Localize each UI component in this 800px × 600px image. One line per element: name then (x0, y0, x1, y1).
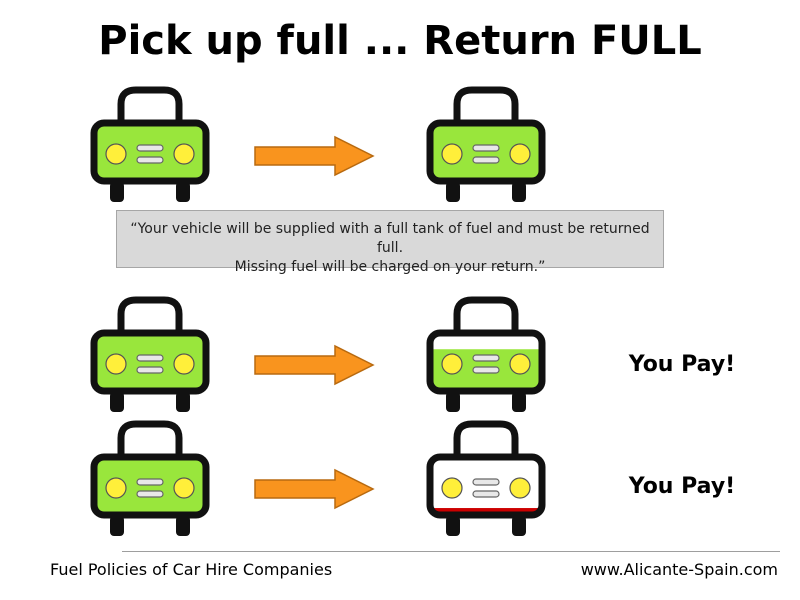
car-wheel-right (512, 182, 526, 202)
slide-title: Pick up full ... Return FULL (98, 18, 702, 64)
arrow-shape (254, 344, 375, 386)
car-wheel-right (176, 182, 190, 202)
car-body-outline (426, 119, 546, 185)
grille-bar-bottom (472, 366, 500, 374)
car-roof (453, 420, 519, 454)
grille-bar-bottom (136, 366, 164, 374)
headlight-right-icon (509, 353, 531, 375)
headlight-left-icon (441, 477, 463, 499)
car-wheel-right (512, 392, 526, 412)
headlight-right-icon (173, 353, 195, 375)
car-return-row-1 (426, 86, 546, 202)
you-pay-label-row-2: You Pay! (628, 352, 736, 377)
car-pickup-row-1 (90, 86, 210, 202)
car-pickup-row-3 (90, 420, 210, 536)
you-pay-label-row-3: You Pay! (628, 474, 736, 499)
car-wheel-left (110, 516, 124, 536)
car-wheel-left (110, 392, 124, 412)
grille-bar-bottom (472, 490, 500, 498)
headlight-right-icon (509, 477, 531, 499)
car-body-outline (90, 453, 210, 519)
headlight-left-icon (441, 353, 463, 375)
headlight-left-icon (441, 143, 463, 165)
headlight-right-icon (173, 143, 195, 165)
car-body-outline (90, 329, 210, 395)
car-roof (117, 86, 183, 120)
headlight-left-icon (105, 143, 127, 165)
car-pickup-row-2 (90, 296, 210, 412)
car-roof (453, 296, 519, 330)
grille-bar-bottom (136, 490, 164, 498)
grille-bar-top (472, 354, 500, 362)
car-return-row-2 (426, 296, 546, 412)
car-body-outline (90, 119, 210, 185)
arrow-icon-row-3 (254, 468, 375, 510)
arrow-icon-row-2 (254, 344, 375, 386)
grille-bar-top (472, 478, 500, 486)
headlight-right-icon (173, 477, 195, 499)
grille-bar-top (136, 478, 164, 486)
headlight-left-icon (105, 353, 127, 375)
car-roof (117, 420, 183, 454)
car-wheel-left (446, 392, 460, 412)
car-roof (453, 86, 519, 120)
fuel-policy-quote: “Your vehicle will be supplied with a fu… (116, 210, 664, 275)
headlight-left-icon (105, 477, 127, 499)
car-body-outline (426, 329, 546, 395)
grille-bar-top (136, 144, 164, 152)
arrow-icon-row-1 (254, 135, 375, 177)
footer-caption: Fuel Policies of Car Hire Companies (50, 560, 333, 579)
car-body-empty (430, 457, 542, 515)
grille-bar-top (136, 354, 164, 362)
headlight-right-icon (509, 143, 531, 165)
car-wheel-left (446, 516, 460, 536)
footer-website: www.Alicante-Spain.com (580, 560, 778, 579)
car-wheel-right (176, 516, 190, 536)
grille-bar-top (472, 144, 500, 152)
car-return-row-3 (426, 420, 546, 536)
car-wheel-left (446, 182, 460, 202)
grille-bar-bottom (472, 156, 500, 164)
car-wheel-right (512, 516, 526, 536)
car-body-outline (426, 453, 546, 519)
footer-divider (122, 551, 780, 552)
quote-line-2: Missing fuel will be charged on your ret… (234, 259, 546, 275)
arrow-shape (254, 135, 375, 177)
car-roof (117, 296, 183, 330)
car-wheel-right (176, 392, 190, 412)
grille-bar-bottom (136, 156, 164, 164)
quote-line-1: “Your vehicle will be supplied with a fu… (130, 221, 650, 256)
car-wheel-left (110, 182, 124, 202)
arrow-shape (254, 468, 375, 510)
